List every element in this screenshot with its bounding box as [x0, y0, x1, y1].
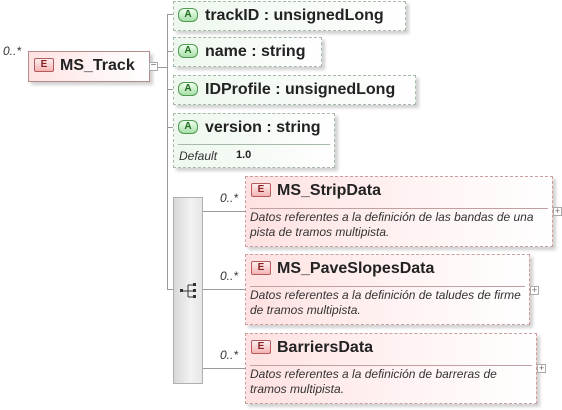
connector-attr-3 — [167, 127, 177, 128]
child-element-doc: Datos referentes a la definición de las … — [250, 210, 534, 239]
child-cardinality: 0..* — [220, 269, 239, 283]
attribute-badge-icon: A — [178, 8, 198, 22]
attribute-box[interactable]: A IDProfile : unsignedLong — [173, 75, 416, 105]
child-element-doc: Datos referentes a la definición de barr… — [250, 367, 497, 396]
attribute-box[interactable]: A name : string — [173, 37, 322, 67]
child-element-name: MS_StripData — [277, 182, 382, 199]
default-value: 1.0 — [236, 149, 252, 161]
connector-child-2 — [203, 368, 245, 369]
trunk-line — [167, 14, 168, 290]
element-separator — [250, 286, 525, 287]
connector-sequence — [167, 289, 173, 290]
attribute-label: version : string — [205, 119, 321, 136]
attribute-label: trackID : unsignedLong — [205, 7, 384, 24]
connector-attr-0 — [167, 14, 177, 15]
connector-attr-1 — [167, 51, 177, 52]
attribute-separator — [178, 144, 330, 145]
element-badge-icon: E — [251, 261, 271, 275]
expand-plus-icon[interactable]: + — [537, 363, 546, 373]
sequence-icon — [180, 283, 196, 298]
child-element-box[interactable]: E MS_StripData Datos referentes a la def… — [245, 176, 553, 247]
connector-attr-2 — [167, 89, 177, 90]
connector-child-1 — [203, 289, 245, 290]
root-to-trunk-line — [158, 67, 168, 68]
child-element-box[interactable]: E MS_PaveSlopesData Datos referentes a l… — [245, 254, 530, 325]
child-cardinality: 0..* — [220, 348, 239, 362]
attribute-box[interactable]: A trackID : unsignedLong — [173, 1, 406, 31]
attribute-badge-icon: A — [178, 120, 198, 134]
child-element-name: MS_PaveSlopesData — [277, 260, 435, 277]
child-element-name: BarriersData — [277, 339, 374, 356]
root-cardinality: 0..* — [3, 44, 22, 58]
root-element-name: MS_Track — [60, 57, 135, 74]
default-label: Default — [179, 149, 218, 163]
collapse-minus-icon[interactable]: − — [149, 60, 158, 71]
element-separator — [250, 208, 548, 209]
attribute-label: name : string — [205, 43, 306, 60]
element-badge-icon: E — [251, 183, 271, 197]
child-cardinality: 0..* — [220, 191, 239, 205]
attribute-box-with-default[interactable]: A version : string Default 1.0 — [173, 113, 335, 168]
element-separator — [250, 365, 532, 366]
attribute-badge-icon: A — [178, 82, 198, 96]
element-badge-icon: E — [34, 58, 54, 72]
attribute-label: IDProfile : unsignedLong — [205, 81, 396, 98]
root-element-box[interactable]: E MS_Track — [28, 51, 150, 82]
child-element-doc: Datos referentes a la definición de talu… — [250, 288, 521, 317]
element-badge-icon: E — [251, 340, 271, 354]
sequence-compositor[interactable] — [173, 197, 203, 384]
child-element-box[interactable]: E BarriersData Datos referentes a la def… — [245, 333, 537, 404]
expand-plus-icon[interactable]: + — [530, 285, 539, 295]
connector-child-0 — [203, 211, 245, 212]
expand-plus-icon[interactable]: + — [553, 206, 562, 216]
attribute-badge-icon: A — [178, 44, 198, 58]
